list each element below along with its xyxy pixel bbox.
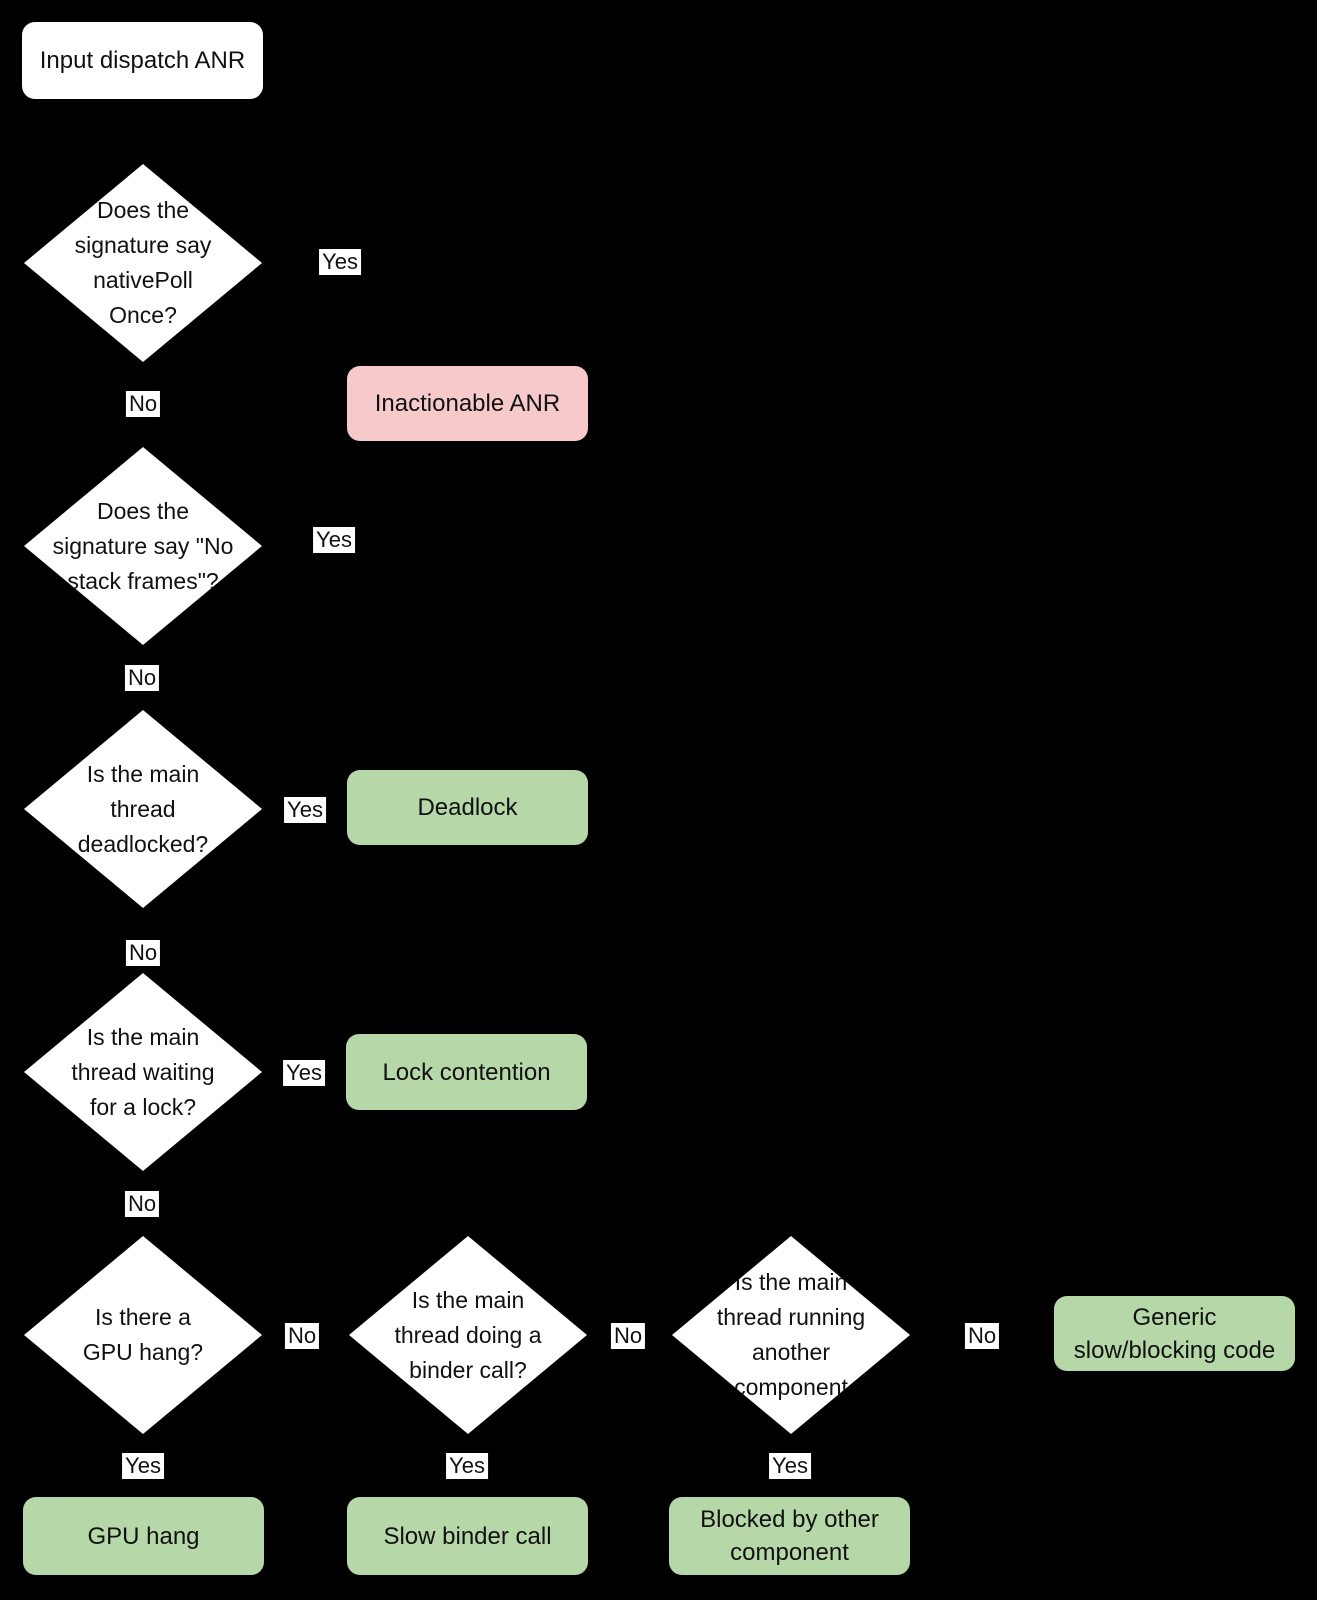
outcome-deadlock: Deadlock	[347, 770, 588, 845]
edge-label-yes-waiting-for-lock: Yes	[283, 1060, 325, 1086]
outcome-lock-contention: Lock contention	[346, 1034, 587, 1110]
edge-label-no-waiting-for-lock: No	[124, 1191, 160, 1217]
decision-binder-call: Is the main thread doing a binder call?	[349, 1236, 587, 1434]
outcome-slow-binder-call: Slow binder call	[347, 1497, 588, 1575]
decision-native-poll: Does the signature say nativePoll Once?	[24, 164, 262, 362]
decision-no-stack-frames: Does the signature say "No stack frames"…	[24, 447, 262, 645]
edge-label-no-binder-call: No	[610, 1323, 646, 1349]
edge-label-yes-native-poll: Yes	[319, 249, 361, 275]
edge-label-yes-no-stack-frames: Yes	[313, 527, 355, 553]
decision-gpu-hang: Is there a GPU hang?	[24, 1236, 262, 1434]
edge-label-no-deadlocked: No	[125, 940, 161, 966]
edge-label-no-other-component: No	[964, 1323, 1000, 1349]
edge-label-no-native-poll: No	[125, 391, 161, 417]
edge-label-yes-other-component: Yes	[769, 1453, 811, 1479]
decision-waiting-for-lock: Is the main thread waiting for a lock?	[24, 973, 262, 1171]
edge-label-no-no-stack-frames: No	[124, 665, 160, 691]
outcome-inactionable-anr: Inactionable ANR	[347, 366, 588, 441]
edge-label-yes-gpu-hang: Yes	[122, 1453, 164, 1479]
decision-other-component: Is the main thread running another compo…	[672, 1236, 910, 1434]
edge-label-yes-binder-call: Yes	[446, 1453, 488, 1479]
outcome-blocked-by-other-component: Blocked by other component	[669, 1497, 910, 1575]
edge-label-yes-deadlocked: Yes	[284, 797, 326, 823]
edge-label-no-gpu-hang: No	[284, 1323, 320, 1349]
outcome-gpu-hang: GPU hang	[23, 1497, 264, 1575]
start-node: Input dispatch ANR	[22, 22, 263, 99]
outcome-generic-slow-blocking: Generic slow/blocking code	[1054, 1296, 1295, 1371]
decision-deadlocked: Is the main thread deadlocked?	[24, 710, 262, 908]
